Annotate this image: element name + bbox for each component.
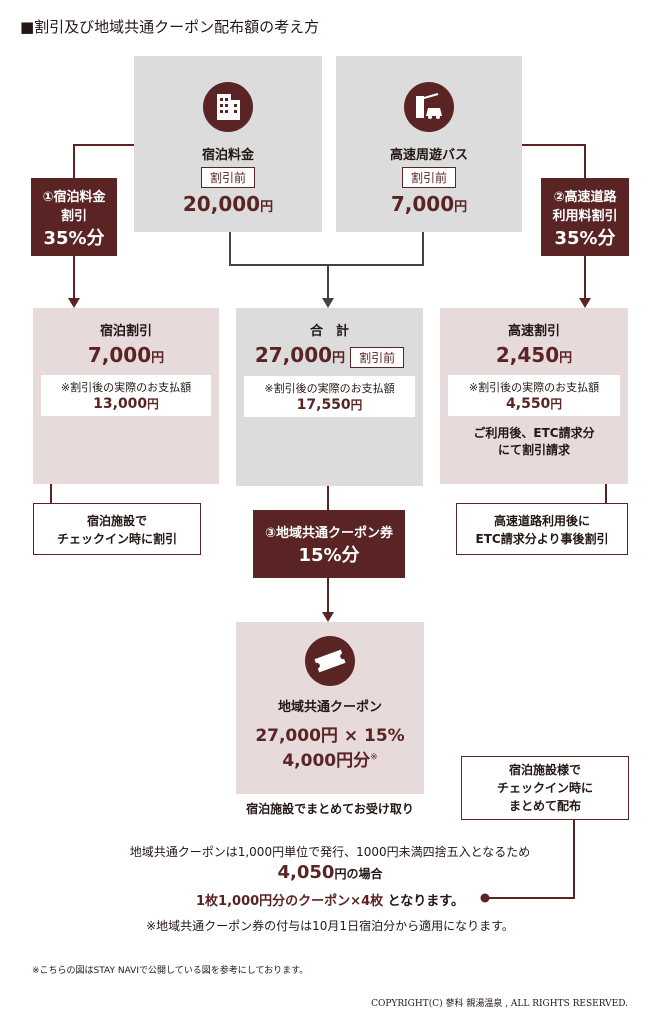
toll-gate-car-icon (404, 82, 454, 132)
hw-disc-extra2: にて割引請求 (497, 443, 570, 457)
hotel-unit: 円 (260, 200, 274, 215)
coupon-receive: 宿泊施設でまとめてお受け取り (246, 802, 414, 816)
stay-note-line2: チェックイン時に割引 (56, 532, 177, 546)
coupon-rate-badge: ③地域共通クーポン券 15%分 (253, 510, 405, 578)
footnote: ※こちらの図はSTAY NAVIで公開している図を参考にしております。 (32, 966, 309, 976)
coupon-calc: 27,000円 × 15% (255, 726, 405, 746)
explain-line1: 地域共通クーポンは1,000円単位で発行、1000円未満四捨五入となるため (129, 845, 531, 859)
bus-price: 7,000 (390, 192, 455, 216)
copyright: COPYRIGHT(C) 蓼科 親湯温泉 , ALL RIGHTS RESERV… (371, 999, 628, 1009)
total-paid-unit: 円 (350, 398, 363, 412)
highway-discount-badge: ②高速道路 利用料割引 35%分 (541, 178, 629, 256)
hw-note-line1: 高速道路利用後に (493, 514, 590, 528)
stay-disc-label: 宿泊割引 (99, 324, 152, 339)
hw-disc-paid-unit: 円 (550, 397, 562, 411)
coupon-rate-line2: 15%分 (298, 545, 360, 566)
stay-disc-price: 7,000 (87, 343, 152, 367)
hw-note-box: 高速道路利用後に ETC請求分より事後割引 (456, 503, 628, 555)
total-tag: 割引前 (350, 347, 405, 368)
coupon-mark: ※ (370, 752, 378, 763)
explain-line4: ※地域共通クーポン券の付与は10月1日宿泊分から適用になります。 (146, 919, 514, 933)
coupon-result: 4,000円分 (282, 751, 371, 771)
dist-note-line1: 宿泊施設様で (508, 763, 581, 777)
disc2-pct: 35%分 (554, 228, 616, 249)
explain-amount: 4,050 (277, 862, 335, 883)
explain-line3a: 1枚1,000円分のクーポン×4枚 (196, 894, 384, 909)
dist-note-line2: チェックイン時に (496, 781, 593, 795)
bus-price-box: 高速周遊バス 割引前 7,000円 (336, 56, 522, 232)
disc2-line1: ②高速道路 (553, 190, 617, 205)
stay-disc-note: ※割引後の実際のお支払額 (60, 381, 192, 394)
stay-discount-box: 宿泊割引 7,000円 ※割引後の実際のお支払額 13,000円 (33, 308, 219, 484)
disc1-line2: 割引 (60, 209, 87, 224)
explain-amount-suffix: 円の場合 (334, 867, 383, 881)
hw-disc-unit: 円 (559, 351, 573, 366)
coupon-box: 地域共通クーポン 27,000円 × 15% 4,000円分※ (236, 622, 424, 794)
total-box: 合 計 27,000円 割引前 ※割引後の実際のお支払額 17,550円 (236, 308, 423, 486)
hotel-price: 20,000 (182, 192, 261, 216)
dist-note-line3: まとめて配布 (508, 799, 581, 813)
total-unit: 円 (332, 351, 346, 366)
bus-unit: 円 (454, 200, 468, 215)
stay-note-box: 宿泊施設で チェックイン時に割引 (33, 503, 201, 555)
coupon-rate-line1: ③地域共通クーポン券 (264, 526, 393, 541)
total-price: 27,000 (254, 343, 333, 367)
total-note: ※割引後の実際のお支払額 (264, 382, 395, 395)
disc1-pct: 35%分 (43, 228, 105, 249)
hw-disc-extra1: ご利用後、ETC請求分 (473, 426, 595, 440)
stay-note-line1: 宿泊施設で (86, 514, 147, 528)
hotel-discount-badge: ①宿泊料金 割引 35%分 (31, 178, 117, 256)
arrow-right (579, 298, 591, 308)
hotel-tag: 割引前 (200, 167, 255, 188)
hw-disc-label: 高速割引 (507, 324, 560, 339)
bus-tag: 割引前 (401, 167, 456, 188)
building-icon (203, 82, 253, 132)
ticket-icon (305, 636, 355, 686)
bus-label: 高速周遊バス (389, 148, 468, 163)
distribution-note-box: 宿泊施設様で チェックイン時に まとめて配布 (461, 756, 629, 820)
hw-disc-note: ※割引後の実際のお支払額 (468, 381, 600, 394)
stay-disc-paid-unit: 円 (147, 397, 159, 411)
disc2-line2: 利用料割引 (552, 209, 618, 224)
total-label: 合 計 (309, 324, 349, 339)
stay-disc-unit: 円 (151, 351, 165, 366)
stay-disc-paid: 13,000 (93, 396, 148, 412)
hw-note-line2: ETC請求分より事後割引 (475, 532, 609, 546)
hotel-label: 宿泊料金 (201, 148, 254, 163)
total-paid: 17,550 (296, 397, 351, 413)
coupon-label: 地域共通クーポン (277, 700, 382, 715)
highway-discount-box: 高速割引 2,450円 ※割引後の実際のお支払額 4,550円 ご利用後、ETC… (440, 308, 628, 484)
arrow-left (68, 298, 80, 308)
hw-disc-price: 2,450 (495, 343, 560, 367)
arrow-coupon (322, 612, 334, 622)
arrow-total (322, 298, 334, 308)
hw-disc-paid: 4,550 (506, 396, 551, 412)
explain-line3b: となります。 (383, 894, 464, 909)
hotel-price-box: 宿泊料金 割引前 20,000円 (134, 56, 322, 232)
disc1-line1: ①宿泊料金 (42, 190, 106, 205)
page-title: ■割引及び地域共通クーポン配布額の考え方 (20, 18, 320, 36)
